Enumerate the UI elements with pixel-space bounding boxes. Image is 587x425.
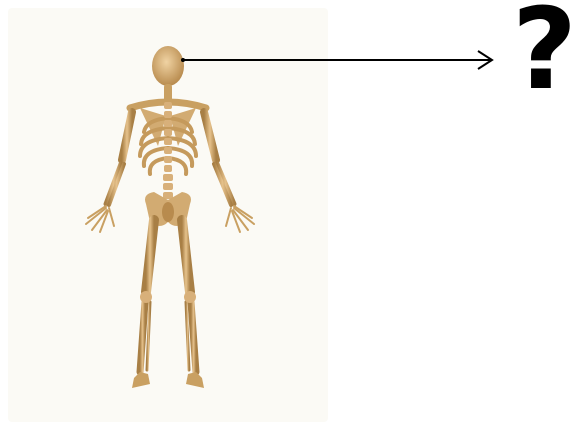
sacrum [162, 202, 174, 222]
left-hand [86, 206, 114, 232]
left-foot [132, 372, 150, 388]
skull [152, 46, 184, 86]
right-patella [184, 291, 196, 303]
skeleton-image-panel [8, 8, 328, 422]
right-foot [186, 372, 204, 388]
pointer-arrowhead [478, 51, 492, 69]
vertebral-column [163, 102, 173, 199]
left-patella [140, 291, 152, 303]
right-arm [204, 112, 234, 205]
question-mark-label: ? [512, 0, 577, 106]
left-arm [106, 112, 132, 205]
right-hand [226, 206, 254, 232]
skeleton-illustration [8, 8, 328, 422]
